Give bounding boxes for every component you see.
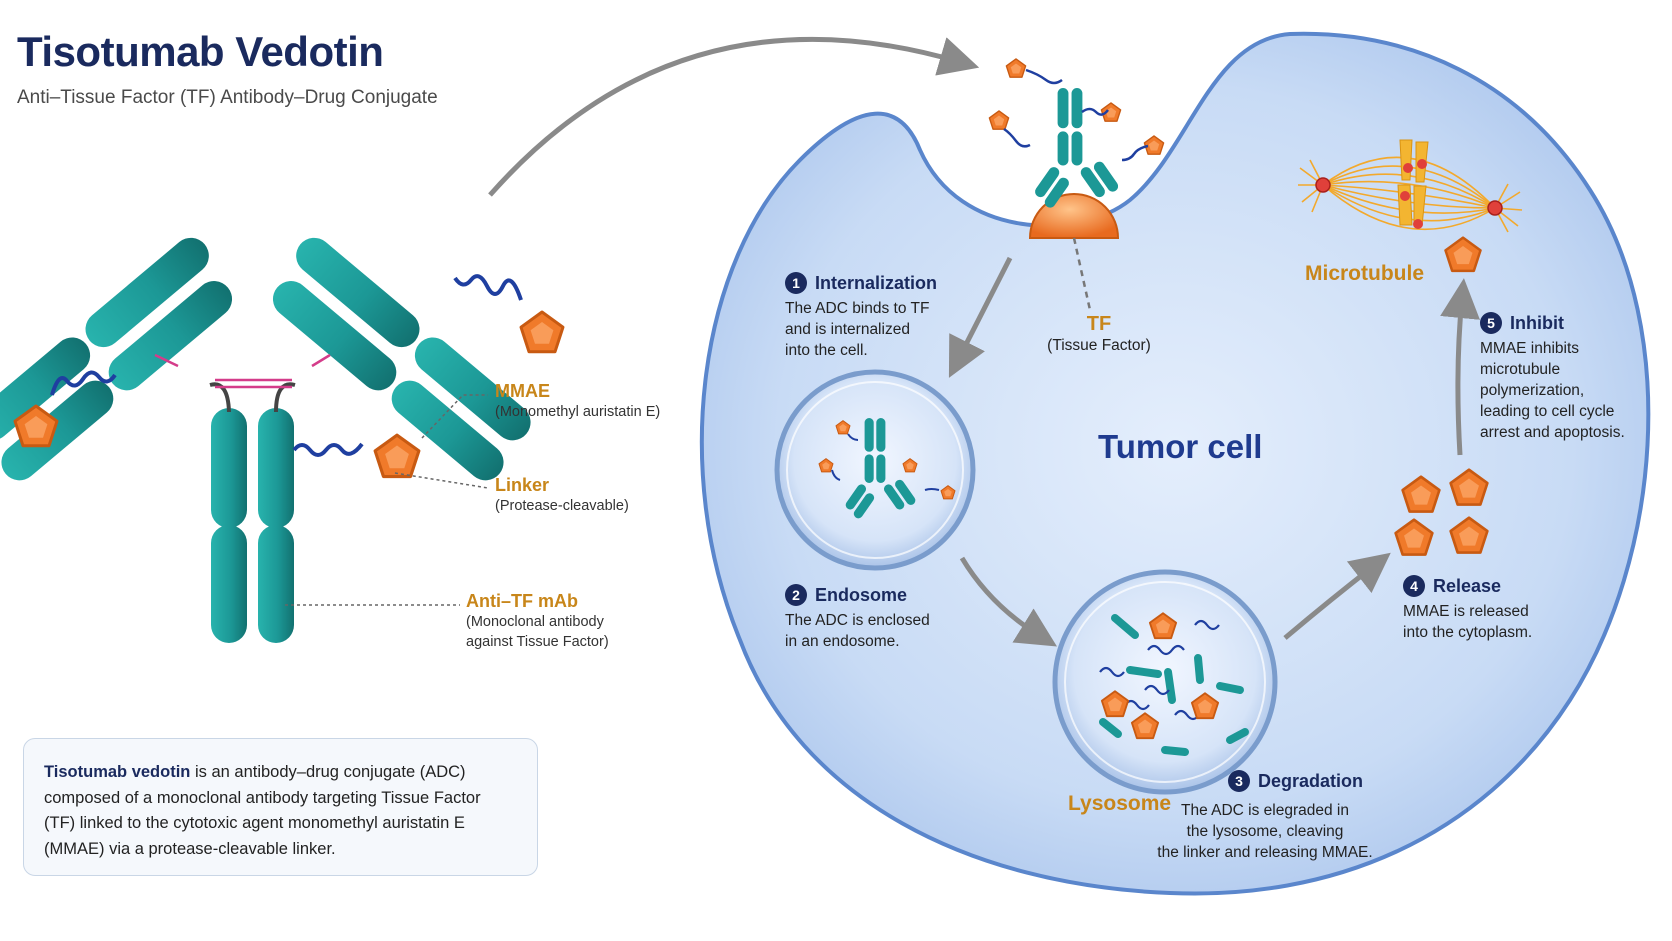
step-4-line-1: MMAE is released (1403, 603, 1529, 620)
summary-line-1: is an antibody–drug conjugate (ADC) (190, 763, 466, 781)
antibody-name: Anti–TF mAb (466, 591, 578, 611)
step-5-line-1: MMAE inhibits (1480, 340, 1580, 357)
step-2-line-1: The ADC is enclosed (785, 612, 930, 629)
step-5-line-5: arrest and apoptosis. (1480, 424, 1625, 441)
tf-label: TF (Tissue Factor) (1044, 313, 1154, 356)
step-1-line-2: and is internalized (785, 321, 910, 338)
step-4-number: 4 (1403, 575, 1425, 597)
summary-lead: Tisotumab vedotin (44, 763, 191, 781)
arrow-to-microtubule (1440, 278, 1480, 456)
summary-line-3: (TF) linked to the cytotoxic agent monom… (44, 814, 465, 832)
step-5-line-4: leading to cell cycle (1480, 403, 1615, 420)
arrow-to-release (1283, 552, 1391, 640)
arrow-to-endosome (948, 256, 1013, 378)
linker-name: Linker (495, 475, 550, 495)
step-internalization: 1 Internalization The ADC binds to TF and… (785, 272, 937, 361)
step-1-line-1: The ADC binds to TF (785, 300, 930, 317)
step-3-number: 3 (1228, 770, 1250, 792)
step-3-line-3: the linker and releasing MMAE. (1157, 844, 1373, 861)
step-2-number: 2 (785, 584, 807, 606)
mmae-name: MMAE (495, 381, 550, 401)
summary-box: Tisotumab vedotin is an antibody–drug co… (23, 738, 538, 876)
mmae-label: MMAE (Monomethyl auristatin E) (495, 381, 660, 422)
step-5-title: Inhibit (1510, 312, 1564, 333)
antibody-label: Anti–TF mAb (Monoclonal antibody against… (466, 591, 609, 652)
step-inhibit: 5 Inhibit MMAE inhibits microtubule polym… (1480, 312, 1625, 443)
antibody-drug-conjugate (0, 237, 565, 643)
step-3-line-2: the lysosome, cleaving (1186, 823, 1344, 840)
lysosome-vesicle (1052, 569, 1278, 795)
step-1-title: Internalization (815, 272, 938, 293)
step-3-body: The ADC is elegraded in the lysosome, cl… (1140, 800, 1390, 863)
lysosome-label: Lysosome (1068, 792, 1172, 815)
step-4-title: Release (1433, 575, 1502, 596)
page-title: Tisotumab Vedotin (17, 28, 384, 75)
linker-label: Linker (Protease-cleavable) (495, 475, 629, 516)
tf-binding-site (988, 58, 1165, 311)
tumor-cell-membrane (699, 31, 1651, 896)
step-endosome: 2 Endosome The ADC is enclosed in an endo… (785, 584, 930, 652)
linker-desc: (Protease-cleavable) (495, 498, 629, 514)
endosome-vesicle (774, 369, 976, 571)
antibody-desc-2: against Tissue Factor) (466, 634, 609, 650)
microtubule-label: Microtubule (1305, 262, 1424, 285)
step-1-line-3: into the cell. (785, 342, 868, 359)
antibody-desc-1: (Monoclonal antibody (466, 614, 604, 630)
summary-line-2: composed of a monoclonal antibody target… (44, 788, 481, 807)
tf-name: TF (1086, 313, 1112, 335)
microtubule-spindle (1298, 139, 1523, 273)
step-5-line-3: polymerization, (1480, 382, 1585, 399)
step-3-title: Degradation (1258, 770, 1364, 791)
arrow-to-lysosome (959, 556, 1057, 647)
tf-desc: (Tissue Factor) (1047, 337, 1151, 354)
entry-arrow (488, 36, 980, 197)
step-1-number: 1 (785, 272, 807, 294)
summary-line-4: (MMAE) via a protease-cleavable linker. (44, 839, 336, 858)
step-degradation: 3 Degradation (1228, 770, 1363, 792)
step-2-title: Endosome (815, 584, 908, 605)
step-2-line-2: in an endosome. (785, 633, 900, 650)
step-4-line-2: into the cytoplasm. (1403, 624, 1533, 641)
page-subtitle: Anti–Tissue Factor (TF) Antibody–Drug Co… (17, 87, 438, 108)
step-3-line-1: The ADC is elegraded in (1180, 802, 1349, 819)
tumor-cell-label: Tumor cell (1098, 428, 1263, 465)
step-5-number: 5 (1480, 312, 1502, 334)
step-release: 4 Release MMAE is released into the cytop… (1403, 575, 1532, 643)
mmae-desc: (Monomethyl auristatin E) (495, 404, 661, 420)
step-5-line-2: microtubule (1480, 361, 1561, 378)
